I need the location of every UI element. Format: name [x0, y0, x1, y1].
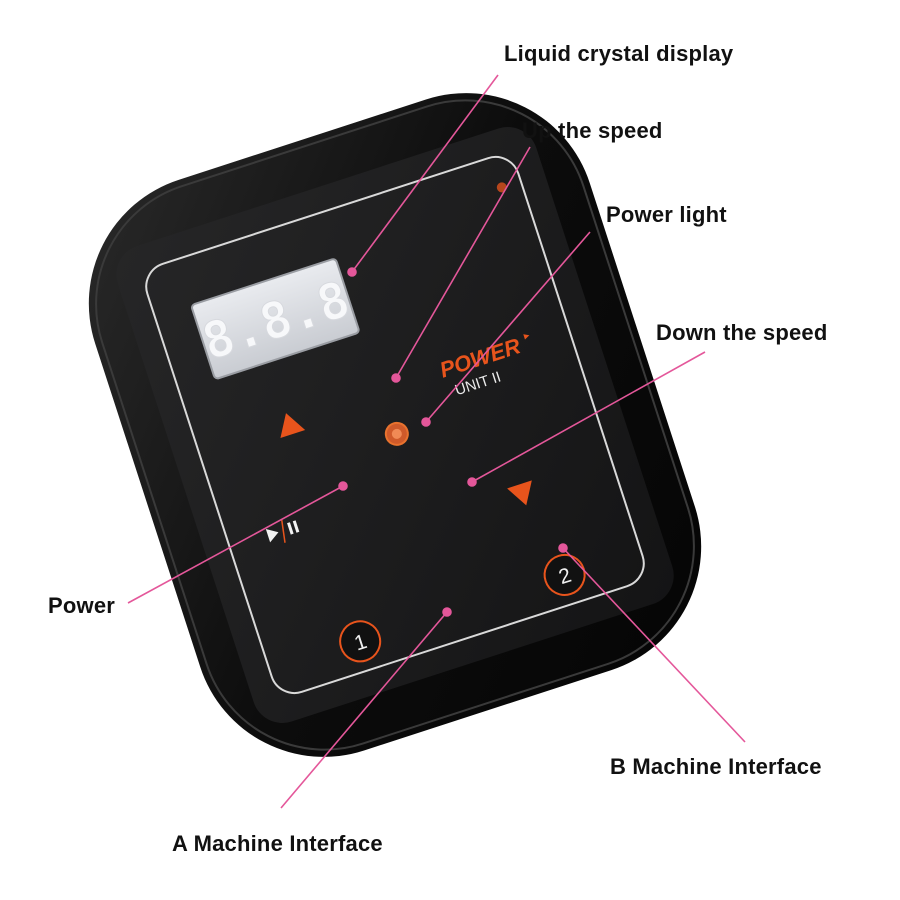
leader-a-interface-dot — [442, 607, 452, 617]
leader-lcd — [351, 74, 499, 273]
leader-b-interface — [562, 547, 746, 743]
label-b-machine-interface: B Machine Interface — [610, 754, 822, 779]
device-rim-highlight — [95, 99, 695, 751]
leader-power-dot — [338, 481, 348, 491]
label-down-the-speed: Down the speed — [656, 320, 828, 345]
pause-bar-1 — [287, 522, 294, 535]
label-a-machine-interface: A Machine Interface — [172, 831, 383, 856]
pause-bar-2 — [292, 520, 300, 533]
leader-up-speed-dot — [391, 373, 401, 383]
face-panel-border — [145, 155, 645, 695]
label-power: Power — [48, 593, 116, 618]
leader-a-interface — [280, 611, 448, 809]
brand-arrow: ▸ — [522, 328, 532, 342]
up-speed-button[interactable] — [274, 409, 306, 439]
leader-power-light-dot — [421, 417, 431, 427]
leader-power — [127, 485, 344, 604]
play-pause-icon[interactable] — [265, 526, 281, 543]
label-power-light: Power light — [606, 202, 727, 227]
lcd-screen — [191, 258, 360, 380]
leader-b-interface-dot — [558, 543, 568, 553]
leader-down-speed-dot — [467, 477, 477, 487]
leader-lcd-dot — [347, 267, 357, 277]
port-b[interactable] — [539, 550, 589, 600]
leader-down-speed — [471, 351, 706, 483]
power-light-core — [391, 428, 402, 439]
label-up-the-speed: Up the speed — [522, 118, 663, 143]
leader-power-light — [425, 231, 591, 423]
down-speed-button[interactable] — [507, 480, 539, 509]
leader-up-speed — [395, 146, 531, 379]
label-liquid-crystal-display: Liquid crystal display — [504, 41, 734, 66]
port-a[interactable] — [335, 616, 385, 666]
play-pause-divider — [280, 519, 286, 543]
